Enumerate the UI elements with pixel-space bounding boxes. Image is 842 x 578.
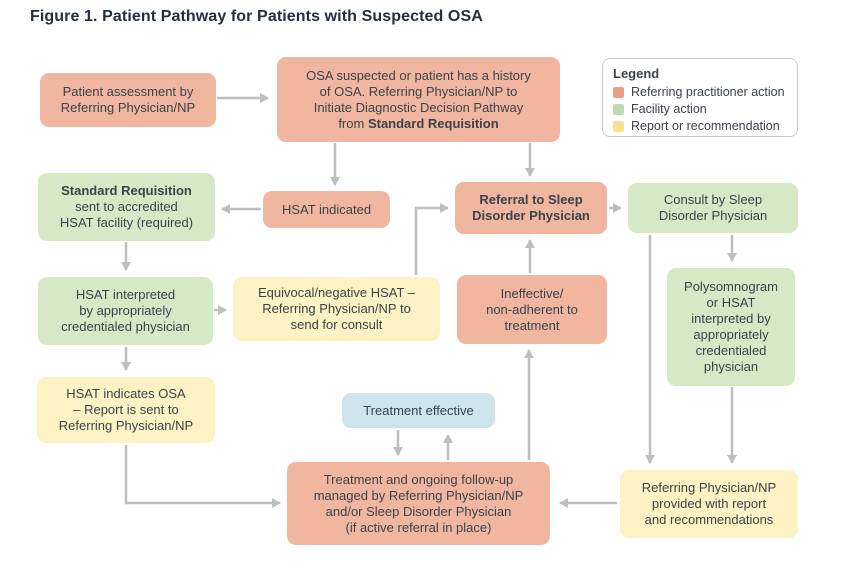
node-label: Referral to Sleep Disorder Physician bbox=[472, 192, 590, 223]
legend-label: Facility action bbox=[631, 102, 707, 116]
facility-action-swatch-icon bbox=[613, 104, 624, 115]
node-label: Equivocal/negative HSAT – Referring Phys… bbox=[257, 285, 416, 332]
node-equivocal-negative-hsat: Equivocal/negative HSAT – Referring Phys… bbox=[233, 277, 440, 341]
legend-label: Report or recommendation bbox=[631, 119, 780, 133]
node-ineffective-nonadherent: Ineffective/ non-adherent to treatment bbox=[457, 275, 607, 344]
legend-label: Referring practitioner action bbox=[631, 85, 785, 99]
node-standard-requisition: Standard Requisition sent to accredited … bbox=[38, 173, 215, 241]
node-osa-suspected: OSA suspected or patient has a history o… bbox=[277, 57, 560, 142]
node-label: Polysomnogram or HSAT interpreted by app… bbox=[684, 279, 778, 374]
node-treatment-ongoing-followup: Treatment and ongoing follow-up managed … bbox=[287, 462, 550, 545]
node-label: Ineffective/ non-adherent to treatment bbox=[486, 285, 578, 333]
legend-title: Legend bbox=[613, 66, 660, 81]
node-label: HSAT interpreted by appropriately creden… bbox=[61, 287, 190, 334]
figure-title: Figure 1. Patient Pathway for Patients w… bbox=[30, 8, 483, 25]
node-consult-sleep-physician: Consult by Sleep Disorder Physician bbox=[628, 183, 798, 233]
node-label: Treatment and ongoing follow-up managed … bbox=[313, 471, 524, 535]
node-label: Consult by Sleep Disorder Physician bbox=[658, 192, 768, 223]
node-polysomnogram-interpreted: Polysomnogram or HSAT interpreted by app… bbox=[667, 268, 795, 386]
node-label: Treatment effective bbox=[363, 402, 474, 418]
legend-item-facility: Facility action bbox=[613, 101, 787, 118]
node-label: HSAT indicates OSA – Report is sent to R… bbox=[58, 386, 194, 433]
node-patient-assessment: Patient assessment by Referring Physicia… bbox=[40, 73, 216, 127]
node-hsat-interpreted: HSAT interpreted by appropriately creden… bbox=[38, 277, 213, 345]
report-recommendation-swatch-icon bbox=[613, 121, 624, 132]
node-referral-sleep-physician: Referral to Sleep Disorder Physician bbox=[455, 182, 607, 234]
node-hsat-indicates-osa: HSAT indicates OSA – Report is sent to R… bbox=[37, 377, 215, 443]
node-label: Patient assessment by Referring Physicia… bbox=[60, 84, 196, 115]
node-label: HSAT indicated bbox=[281, 201, 372, 217]
node-label: Standard Requisition sent to accredited … bbox=[59, 183, 194, 230]
legend: Legend Referring practitioner action Fac… bbox=[602, 58, 798, 137]
referring-action-swatch-icon bbox=[613, 87, 624, 98]
node-label: Referring Physician/NP provided with rep… bbox=[641, 480, 777, 527]
node-hsat-indicated: HSAT indicated bbox=[263, 191, 390, 228]
legend-item-report: Report or recommendation bbox=[613, 118, 787, 135]
legend-item-referring: Referring practitioner action bbox=[613, 84, 787, 101]
node-label: OSA suspected or patient has a history o… bbox=[306, 67, 531, 131]
node-treatment-effective: Treatment effective bbox=[342, 393, 495, 428]
node-referring-provided-report: Referring Physician/NP provided with rep… bbox=[620, 470, 798, 538]
